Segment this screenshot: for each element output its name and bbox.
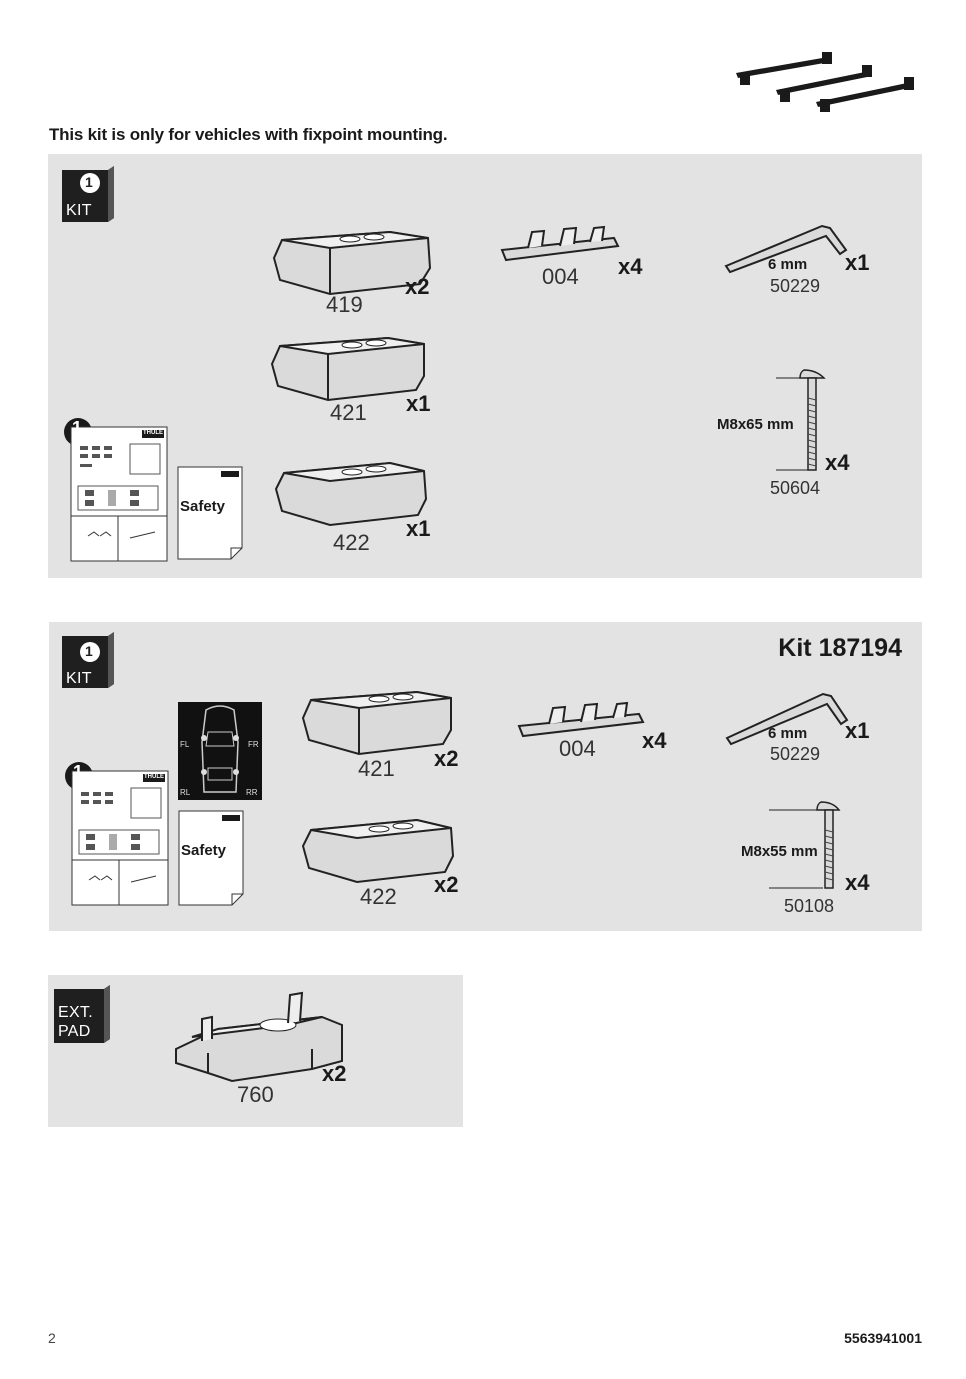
allen-key-size: 6 mm: [768, 256, 808, 273]
part-quantity: x4: [642, 728, 667, 753]
kit-badge: 1 KIT: [62, 166, 126, 230]
car-label-rr: RR: [246, 788, 258, 797]
allen-key-part: 50229: [770, 744, 821, 764]
part-number: 004: [542, 264, 579, 289]
safety-sheet-icon: [178, 810, 244, 906]
page-number: 2: [48, 1330, 56, 1346]
kit-panel-2: Kit 187194 1 KIT 1 THULE: [49, 622, 922, 931]
bolt-icon: [769, 801, 841, 889]
allen-key-quantity: x1: [845, 250, 870, 275]
part-quantity: x1: [406, 391, 431, 416]
manual-brand: THULE: [144, 774, 164, 780]
bolt-part: 50604: [770, 478, 821, 498]
kit-badge-number: 1: [85, 174, 94, 190]
ext-pad-badge-line2: PAD: [58, 1023, 91, 1040]
bolt-quantity: x4: [845, 870, 870, 895]
part-quantity: x2: [405, 274, 430, 299]
instruction-manual: 1 THULE: [65, 762, 169, 906]
bolt-icon: [776, 369, 826, 471]
intro-text: This kit is only for vehicles with fixpo…: [49, 125, 448, 144]
car-label-rl: RL: [180, 788, 191, 797]
part-number: 004: [559, 736, 596, 761]
part-number: 421: [358, 756, 395, 781]
step-number: 1: [72, 418, 83, 438]
manual-icon: [64, 418, 168, 562]
kit-badge-number: 1: [85, 643, 94, 659]
part-quantity: x1: [406, 516, 431, 541]
car-label-fr: FR: [248, 740, 259, 749]
step-number: 1: [73, 762, 84, 782]
foot-pad-icon: [270, 336, 425, 402]
bolt-quantity: x4: [825, 450, 850, 475]
ext-pad-badge: EXT. PAD: [54, 985, 118, 1049]
manual-brand: THULE: [143, 430, 163, 436]
part-quantity: x2: [322, 1061, 347, 1086]
ext-pad-icon: [175, 991, 343, 1083]
allen-key-icon: [725, 692, 849, 746]
car-diagram: FL FR RL RR: [178, 702, 262, 800]
allen-key-quantity: x1: [845, 718, 870, 743]
part-number: 422: [333, 530, 370, 555]
safety-sheet-icon: [177, 466, 243, 560]
bolt-size: M8x55 mm: [741, 843, 818, 860]
safety-label: Safety: [181, 842, 227, 859]
part-number: 422: [360, 884, 397, 909]
foot-pad-icon: [272, 230, 432, 296]
allen-key-icon: [724, 224, 848, 274]
car-diagram-icon: [201, 705, 239, 793]
kit-title: Kit 187194: [778, 634, 902, 662]
document-number: 5563941001: [844, 1330, 922, 1346]
part-quantity: x2: [434, 746, 459, 771]
safety-sheet: Safety: [178, 810, 244, 906]
bolt-size: M8x65 mm: [717, 416, 794, 433]
clip-icon: [517, 701, 645, 738]
part-number: 760: [237, 1082, 274, 1107]
roof-bars-icon: [736, 52, 914, 112]
safety-label: Safety: [180, 498, 226, 515]
instruction-manual: 1 THULE: [64, 418, 170, 562]
part-quantity: x4: [618, 254, 643, 279]
safety-sheet: Safety: [177, 466, 243, 560]
car-label-fl: FL: [180, 740, 190, 749]
foot-pad-icon: [274, 461, 428, 527]
allen-key-size: 6 mm: [768, 725, 808, 742]
kit-badge: 1 KIT: [62, 632, 126, 696]
ext-pad-badge-line1: EXT.: [58, 1004, 93, 1021]
foot-pad-icon: [301, 690, 452, 756]
kit-badge-label: KIT: [66, 202, 92, 219]
allen-key-part: 50229: [770, 276, 821, 296]
part-number: 419: [326, 292, 363, 317]
ext-pad-panel: EXT. PAD 760 x2: [48, 975, 463, 1127]
kit-badge-label: KIT: [66, 670, 92, 687]
bolt-part: 50108: [784, 896, 835, 916]
clip-icon: [500, 225, 620, 262]
part-number: 421: [330, 400, 367, 425]
manual-icon: [65, 762, 169, 906]
part-quantity: x2: [434, 872, 459, 897]
foot-pad-icon: [301, 818, 455, 884]
kit-panel-1: 1 KIT 1 THULE Saf: [48, 154, 922, 578]
